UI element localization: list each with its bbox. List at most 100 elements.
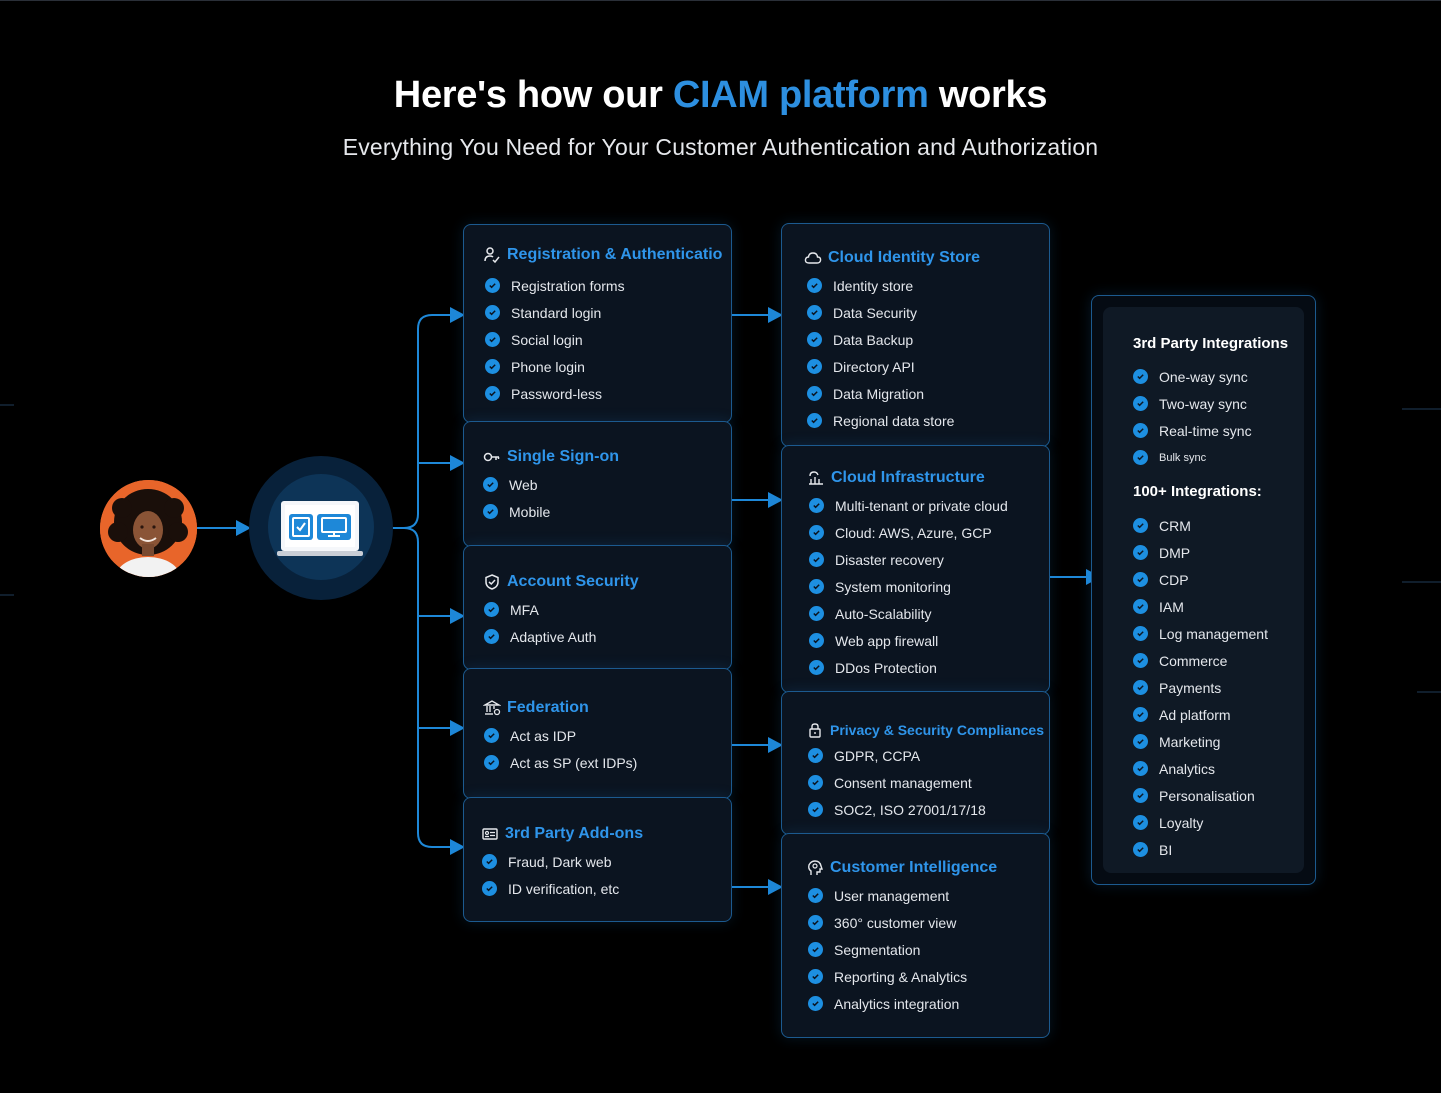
list-item: DMP	[1133, 539, 1268, 566]
check-icon	[1133, 707, 1148, 722]
list-item: Disaster recovery	[809, 546, 1008, 573]
list-item: Social login	[485, 326, 625, 353]
list-item: Identity store	[807, 272, 954, 299]
key-icon	[483, 448, 501, 466]
laptop-icon	[275, 500, 365, 560]
list-item: Fraud, Dark web	[482, 848, 619, 875]
list-item: Bulk sync	[1133, 444, 1252, 471]
shield-check-icon	[483, 573, 501, 591]
check-icon	[808, 775, 823, 790]
id-card-icon	[481, 825, 499, 843]
check-icon	[808, 942, 823, 957]
list-item: Auto-Scalability	[809, 600, 1008, 627]
lock-icon	[806, 721, 824, 739]
list-item: Standard login	[485, 299, 625, 326]
check-icon	[484, 602, 499, 617]
card-single-sign-on: Single Sign-on Web Mobile	[463, 421, 732, 547]
list-item: 360° customer view	[808, 909, 967, 936]
item-list: Fraud, Dark web ID verification, etc	[482, 848, 619, 902]
list-item: Segmentation	[808, 936, 967, 963]
list-item: Web app firewall	[809, 627, 1008, 654]
card-title: 3rd Party Add-ons	[505, 825, 644, 842]
list-item: Reporting & Analytics	[808, 963, 967, 990]
list-item: Phone login	[485, 353, 625, 380]
card-title: Cloud Infrastructure	[831, 469, 985, 486]
page-subtitle: Everything You Need for Your Customer Au…	[342, 134, 1099, 160]
title-post: works	[928, 74, 1048, 116]
check-icon	[482, 881, 497, 896]
item-list: Registration forms Standard login Social…	[485, 272, 625, 407]
check-icon	[807, 386, 822, 401]
list-item: Loyalty	[1133, 809, 1268, 836]
list-item: MFA	[484, 596, 596, 623]
list-item: Mobile	[483, 498, 550, 525]
check-icon	[807, 305, 822, 320]
card-title: Customer Intelligence	[830, 859, 998, 876]
list-item: Act as SP (ext IDPs)	[484, 749, 637, 776]
list-item: Two-way sync	[1133, 390, 1252, 417]
check-icon	[809, 579, 824, 594]
check-icon	[1133, 369, 1148, 384]
check-icon	[485, 278, 500, 293]
card-cloud-infrastructure: Cloud Infrastructure Multi-tenant or pri…	[781, 445, 1050, 693]
check-icon	[809, 660, 824, 675]
item-list: Identity store Data Security Data Backup…	[807, 272, 954, 434]
card-title: Cloud Identity Store	[828, 249, 980, 266]
check-icon	[1133, 599, 1148, 614]
list-item: Data Security	[807, 299, 954, 326]
list-item: Ad platform	[1133, 701, 1268, 728]
list-item: Data Backup	[807, 326, 954, 353]
check-icon	[1133, 396, 1148, 411]
check-icon	[807, 359, 822, 374]
page-title: Here's how our CIAM platform works	[0, 74, 1441, 117]
brain-icon	[806, 859, 824, 877]
item-list: Act as IDP Act as SP (ext IDPs)	[484, 722, 637, 776]
check-icon	[484, 728, 499, 743]
check-icon	[1133, 842, 1148, 857]
check-icon	[484, 629, 499, 644]
check-icon	[807, 332, 822, 347]
list-item: Registration forms	[485, 272, 625, 299]
check-icon	[482, 854, 497, 869]
top-border	[0, 0, 1441, 1]
list-item: Payments	[1133, 674, 1268, 701]
list-item: GDPR, CCPA	[808, 742, 986, 769]
check-icon	[1133, 626, 1148, 641]
card-third-party-addons: 3rd Party Add-ons Fraud, Dark web ID ver…	[463, 797, 732, 922]
bank-icon	[483, 699, 501, 717]
card-account-security: Account Security MFA Adaptive Auth	[463, 545, 732, 670]
check-icon	[808, 915, 823, 930]
check-icon	[483, 504, 498, 519]
list-item: CRM	[1133, 512, 1268, 539]
card-title: Privacy & Security Compliances	[830, 722, 1044, 738]
check-icon	[809, 525, 824, 540]
card-title: Account Security	[507, 573, 639, 590]
check-icon	[808, 888, 823, 903]
list-item: BI	[1133, 836, 1268, 863]
card-customer-intelligence: Customer Intelligence User management 36…	[781, 833, 1050, 1038]
list-item: Web	[483, 471, 550, 498]
list-item: Real-time sync	[1133, 417, 1252, 444]
card-title: Registration & Authenticatio	[507, 246, 723, 263]
check-icon	[807, 413, 822, 428]
check-icon	[483, 477, 498, 492]
list-item: Act as IDP	[484, 722, 637, 749]
check-icon	[1133, 788, 1148, 803]
check-icon	[808, 969, 823, 984]
check-icon	[1133, 734, 1148, 749]
card-cloud-identity-store: Cloud Identity Store Identity store Data…	[781, 223, 1050, 447]
check-icon	[1133, 545, 1148, 560]
list-item: Analytics	[1133, 755, 1268, 782]
item-list: User management 360° customer view Segme…	[808, 882, 967, 1017]
list-item: SOC2, ISO 27001/17/18	[808, 796, 986, 823]
list-item: System monitoring	[809, 573, 1008, 600]
check-icon	[809, 606, 824, 621]
check-icon	[807, 278, 822, 293]
check-icon	[1133, 518, 1148, 533]
title-highlight: CIAM platform	[672, 74, 929, 116]
check-icon	[808, 748, 823, 763]
item-list: Web Mobile	[483, 471, 550, 525]
check-icon	[1133, 653, 1148, 668]
list-item: Analytics integration	[808, 990, 967, 1017]
